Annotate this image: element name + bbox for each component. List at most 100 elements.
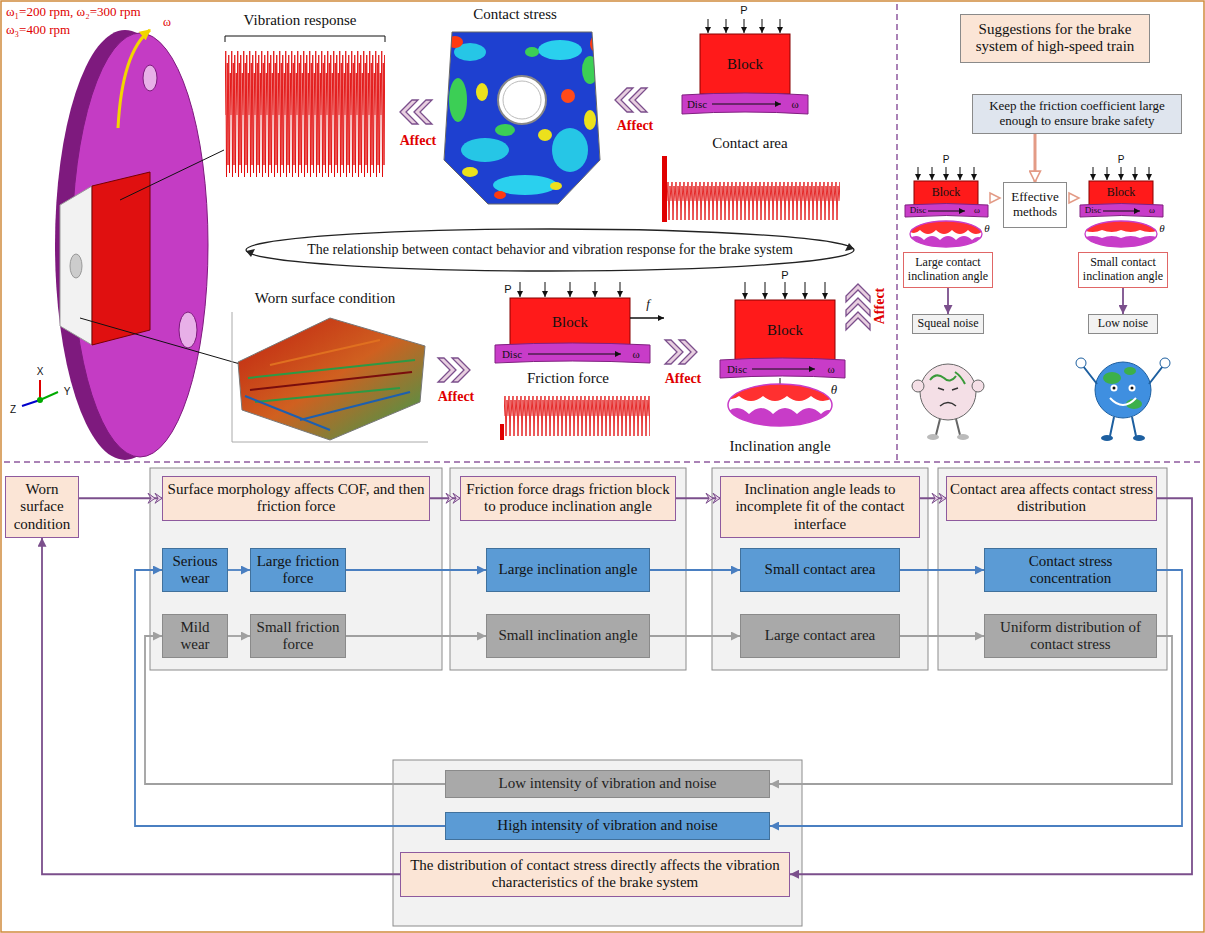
sad-globe [957, 434, 969, 440]
connector-arrow [900, 635, 984, 637]
large-angle-figure [974, 167, 975, 180]
connector-arrow [79, 497, 162, 499]
node-text: Small friction force [255, 619, 341, 654]
large-angle-figure [918, 167, 919, 180]
friction-force-figure [510, 298, 630, 345]
contact-stress-map [550, 182, 562, 190]
contact-stress-map [461, 138, 509, 162]
speed-note: ω₃=400 rpm [6, 23, 70, 37]
node-text: The relationship between contact behavio… [307, 242, 793, 258]
connector-arrow [1122, 288, 1124, 314]
brake-disc [179, 312, 197, 348]
sad-globe [927, 434, 939, 440]
large-angle-figure [908, 220, 984, 234]
vibration-chart [225, 36, 385, 185]
sad-globe [912, 380, 924, 392]
heading-box: Suggestions for the brake system of high… [960, 14, 1150, 63]
contact-stress-map [538, 40, 582, 60]
part-name: Block [552, 314, 588, 331]
happy-globe [1103, 372, 1121, 384]
large-angle-figure [908, 236, 984, 248]
load-symbol: P [781, 269, 788, 281]
node-text: Squeal noise [918, 317, 979, 331]
load-symbol: P [943, 154, 950, 165]
connector-arrow [947, 288, 949, 314]
block-on-disc-figure [780, 19, 781, 33]
friction-force-figure [495, 282, 664, 363]
part-name: Disc [910, 206, 927, 216]
large-angle-figure [910, 221, 982, 247]
axis-letter: Y [64, 386, 71, 397]
part-name: Block [767, 322, 803, 339]
happy-globe [1124, 367, 1136, 375]
small-angle-figure [1103, 211, 1140, 212]
result-box: Low noise [1088, 314, 1158, 334]
contact-stress-map [476, 83, 488, 101]
speed-note: ω₁=200 rpm, ω₂=300 rpm [6, 5, 141, 19]
friction-block [60, 150, 240, 364]
happy-globe [1131, 387, 1134, 390]
sad-globe [930, 372, 965, 384]
contact-area-chart [662, 156, 840, 222]
part-name: Disc [687, 98, 707, 110]
part-name: Disc [502, 348, 522, 360]
small-angle-figure [1083, 220, 1159, 248]
node-text: Keep the friction coefficient large enou… [979, 99, 1175, 129]
affect-arrow [665, 340, 683, 364]
node-text: Small contact area [765, 561, 876, 578]
node-text: Worn surface condition [9, 481, 75, 533]
angle-symbol: θ [1159, 222, 1164, 234]
angle-box: Small contact inclination angle [1078, 252, 1168, 288]
affect-arrow [414, 100, 432, 124]
ellipse-outline [246, 229, 854, 271]
contact-stress-map [444, 32, 600, 204]
load-symbol: P [740, 4, 747, 16]
affect-tag: Affect [617, 118, 654, 133]
friction-force-figure [495, 343, 650, 363]
node-text: High intensity of vibration and noise [497, 817, 717, 834]
angle-symbol: θ [831, 383, 837, 397]
mild-state-box: Large contact area [740, 614, 900, 658]
worn-surface-plot [300, 392, 410, 420]
chart-title: Vibration response [244, 12, 357, 29]
connector-arrow [228, 569, 250, 571]
part-name: Disc [1085, 206, 1102, 216]
vibration-chart [225, 36, 385, 42]
friction-block [60, 186, 92, 345]
rotation-symbol: ω [163, 16, 171, 29]
node-text: Large inclination angle [499, 561, 638, 578]
result-box: Squeal noise [912, 314, 984, 334]
affect-arrow [452, 358, 470, 382]
inclination-figure [728, 384, 832, 426]
sad-globe [938, 388, 958, 390]
contact-stress-map [538, 129, 552, 141]
vibration-chart [225, 45, 385, 185]
inclination-figure [720, 282, 845, 430]
load-symbol: P [504, 283, 511, 295]
severe-state-box: Contact stress concentration [984, 548, 1157, 592]
contact-stress-map [503, 81, 541, 119]
frame [896, 4, 898, 460]
contact-stress-map [495, 124, 515, 136]
inclination-figure [735, 300, 835, 360]
contact-stress-map [590, 36, 602, 52]
large-angle-figure [905, 167, 988, 248]
block-on-disc-figure [682, 93, 808, 114]
block-on-disc-figure [744, 19, 745, 33]
node-text: Serious wear [167, 553, 223, 588]
process-box: The distribution of contact stress direc… [400, 852, 790, 897]
block-on-disc-figure [700, 34, 790, 94]
friction-force-chart [504, 394, 650, 438]
happy-globe [1083, 366, 1163, 384]
process-box: Surface morphology affects COF, and then… [162, 476, 430, 521]
friction-force-figure [545, 282, 546, 297]
small-angle-figure [1149, 167, 1150, 180]
node-text: Inclination angle leads to incomplete fi… [724, 481, 916, 533]
contact-stress-map [584, 110, 596, 130]
chart-title: Contact stress [473, 6, 557, 23]
connector-arrow [430, 497, 460, 499]
group-panel [150, 468, 1167, 926]
connector-arrow [346, 635, 486, 637]
large-angle-figure [908, 220, 984, 248]
advice-box: Keep the friction coefficient large enou… [972, 94, 1182, 134]
